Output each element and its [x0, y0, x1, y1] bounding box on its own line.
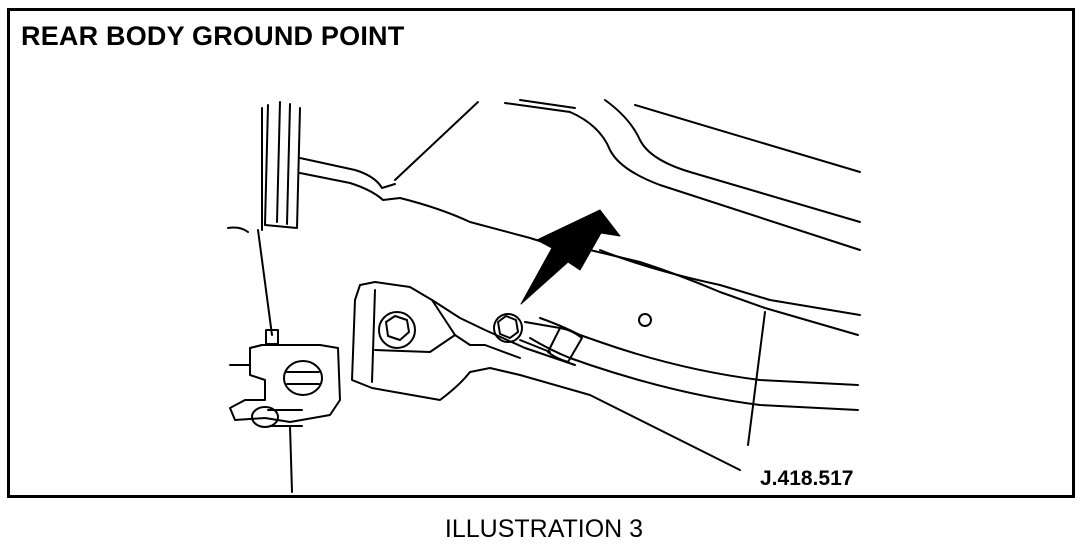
illustration-caption: ILLUSTRATION 3	[444, 515, 644, 543]
reference-number: J.418.517	[760, 467, 854, 490]
diagram-frame	[7, 8, 1075, 498]
bracket-bolt	[378, 311, 416, 349]
diagram-title: REAR BODY GROUND POINT	[21, 21, 405, 51]
floor-panel	[299, 99, 861, 446]
ground-point-bolt	[493, 313, 523, 343]
ground-cable	[519, 317, 859, 411]
callout-arrow	[520, 209, 621, 305]
body-pillar	[261, 101, 301, 231]
clamp-assembly	[227, 226, 341, 493]
bracket	[351, 281, 741, 471]
